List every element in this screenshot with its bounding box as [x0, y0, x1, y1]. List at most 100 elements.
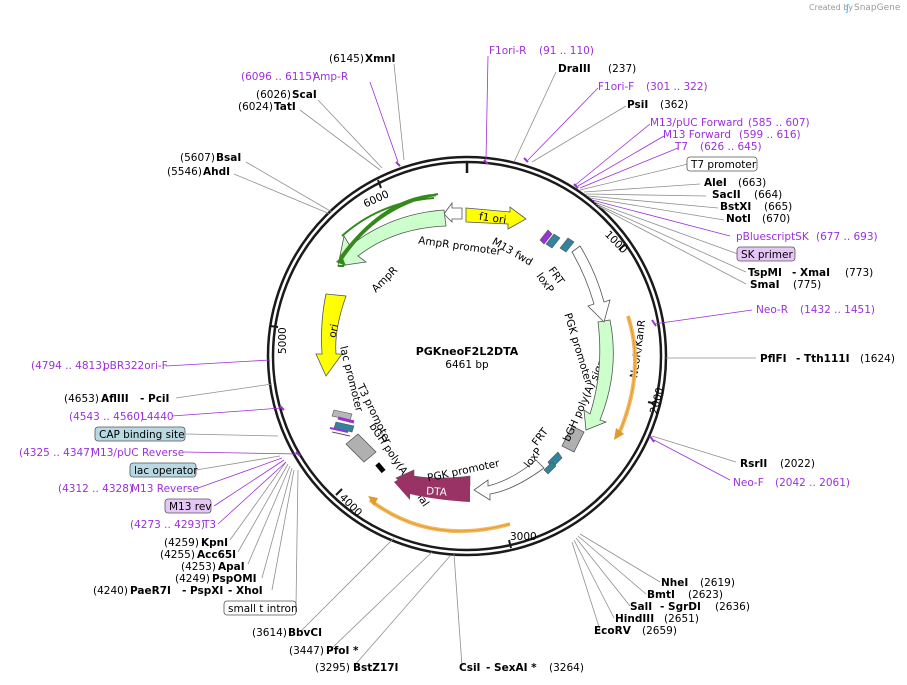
hindiii-name: HindIII [615, 613, 654, 625]
pfoi-name: PfoI * [326, 645, 359, 657]
tick-label-4000: 4000 [337, 492, 364, 519]
ahdi-pos: (5546) [167, 166, 202, 178]
feature-label-f1ori: f1 ori [478, 211, 507, 227]
feature-frt1[interactable] [545, 233, 561, 249]
feature-bgh2[interactable] [345, 433, 377, 463]
backbone [266, 155, 668, 557]
tspmi-name: TspMI [748, 267, 782, 279]
acc65i-pos: (4255) [160, 549, 195, 561]
rsrii-pos: (2022) [780, 458, 815, 470]
feature-ori[interactable] [315, 293, 347, 377]
m13rev-name: M13 rev [169, 501, 212, 513]
f1orif-pos: (301 .. 322) [646, 81, 708, 93]
noti-pos: (670) [762, 213, 790, 225]
feature-label-ampr: AmpR [370, 264, 401, 295]
m13puc-name: M13/pUC Forward [650, 117, 743, 129]
l4440-pos: (4543 .. 4560) [69, 411, 144, 423]
noti-name: NotI [726, 213, 751, 225]
sk-primer-box [736, 246, 796, 262]
alei-name: AleI [704, 177, 727, 189]
paer7i-name: PaeR7I [130, 585, 171, 597]
apai-pos: (4253) [181, 561, 216, 573]
bbvci-name: BbvCI [288, 627, 322, 639]
feature-label-lac: lac promoter [337, 345, 365, 414]
afliii-name: AflIII [101, 393, 129, 405]
t7-promoter-box [686, 156, 758, 172]
tick-label-1000: 1000 [602, 229, 629, 256]
sali-name: SalI [630, 601, 652, 613]
pspomi-pos: (4249) [175, 573, 210, 585]
snapgene-logo-icon: ʃ [845, 4, 850, 14]
feature-ampr-promoter[interactable] [443, 201, 463, 223]
neor-pos: (1432 .. 1451) [800, 304, 875, 316]
t7prom-name: T7 promoter [690, 159, 757, 171]
ampr-orf-line [338, 197, 435, 267]
ecorv-pos: (2659) [642, 625, 677, 637]
xhoi-name: - XhoI [228, 585, 263, 597]
feature-loxp1[interactable] [539, 229, 553, 245]
tick-label-2000: 2000 [648, 386, 667, 415]
feature-pgk2[interactable] [473, 459, 545, 501]
pbsk-pos: (677 .. 693) [816, 231, 878, 243]
hindiii-pos: (2651) [664, 613, 699, 625]
annotations-top-left: (6145) XmnI (6096 .. 6115) Amp-R (6026) … [167, 53, 395, 178]
tth111i-name: - Tth111I [796, 353, 850, 365]
pbr322-name: pBR322ori-F [103, 360, 168, 372]
xmni-name: XmnI [365, 53, 395, 65]
pcii-name: - PciI [140, 393, 169, 405]
csii-name: CsiI [459, 662, 480, 674]
skprimer-name: SK primer [741, 249, 793, 261]
kpni-name: KpnI [201, 537, 228, 549]
m13-rev-box [164, 498, 212, 514]
nhei-pos: (2619) [700, 577, 735, 589]
t3primer-pos: (4273 .. 4293) [130, 519, 205, 531]
t7-pos: (626 .. 645) [700, 141, 762, 153]
bstxi-name: BstXI [720, 201, 751, 213]
acc65i-name: Acc65I [197, 549, 236, 561]
feature-neo[interactable] [583, 319, 614, 431]
pflfi-pos: (1624) [860, 353, 895, 365]
plasmid-name: PGKneoF2L2DTA [416, 345, 519, 358]
pflfi-name: PflFI [760, 353, 787, 365]
m13reverse-name: M13 Reverse [131, 483, 199, 495]
f1orir-name: F1ori-R [489, 45, 526, 57]
sexai-name: - SexAI * [486, 662, 537, 674]
f1orir-pos: (91 .. 110) [539, 45, 594, 57]
feature-f1ori[interactable] [465, 206, 527, 230]
smai-pos: (775) [793, 279, 821, 291]
dta-orf-arc [368, 498, 511, 534]
pspxi-name: - PspXI [182, 585, 223, 597]
t3primer-name: T3 [202, 519, 216, 531]
apai-name: ApaI [218, 561, 245, 573]
l4440-name: L4440 [141, 411, 174, 423]
alei-pos: (663) [738, 177, 766, 189]
feature-bgh1[interactable] [561, 425, 585, 453]
draiii-pos: (237) [608, 63, 636, 75]
feature-pgk1[interactable] [571, 245, 611, 323]
bstz17i-name: BstZ17I [353, 662, 398, 674]
tick-label-5000: 5000 [277, 327, 289, 354]
backbone-outer-ring [266, 155, 668, 557]
annotations-bottom-left: (3295) BstZ17I (3447) PfoI * (3614) BbvC… [19, 360, 398, 674]
nhei-name: NheI [661, 577, 688, 589]
ahdi-name: AhdI [203, 166, 230, 178]
m13f-name: M13 Forward [663, 129, 731, 141]
feature-loxp2[interactable] [543, 461, 557, 475]
f1orif-name: F1ori-F [598, 81, 634, 93]
annotations-top-right: F1ori-R (91 .. 110) DraIII (237) F1ori-F… [489, 45, 895, 489]
neof-pos: (2042 .. 2061) [775, 477, 850, 489]
m13pucrev-pos: (4325 .. 4347) [19, 447, 94, 459]
m13f-pos: (599 .. 616) [739, 129, 801, 141]
smallt-name: small t intron [228, 603, 298, 615]
t7-name: T7 [674, 141, 688, 153]
tati-name: TatI [274, 101, 296, 113]
mcs-glyphs-lower [329, 409, 355, 437]
snapgene-credit: Created by ʃ SnapGene [809, 3, 901, 14]
feature-label-pgk1: PGK promoter [561, 312, 594, 386]
psii-name: PsiI [627, 99, 648, 111]
tick-label-3000: 3000 [510, 531, 537, 543]
small-t-intron-marker [375, 462, 386, 474]
m13pucrev-name: M13/pUC Reverse [91, 447, 184, 459]
lac-operator-box [129, 462, 197, 478]
